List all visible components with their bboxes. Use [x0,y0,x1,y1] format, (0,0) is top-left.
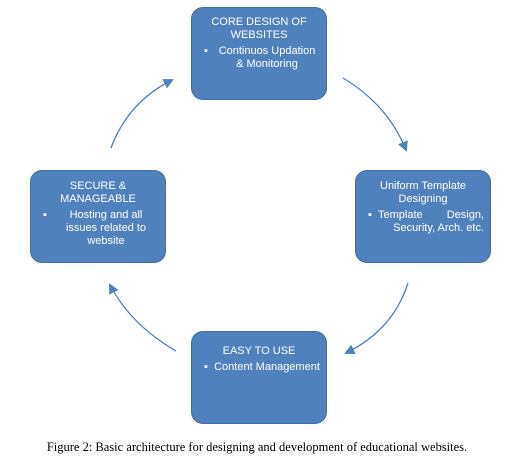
node-bullet-list: ▪ Continuos Updation & Monitoring [198,45,320,71]
node-easy-to-use: EASY TO USE ▪ Content Management [191,331,327,424]
node-title: Uniform Template Designing [380,180,466,205]
node-bullet-item: ▪ Content Management [198,361,320,374]
node-bullet-text: Template Design, Security, Arch. etc. [378,209,484,234]
node-bullet-text: Hosting and all issues related to websit… [65,209,147,247]
arrow-bottom-to-left [109,283,177,352]
node-bullet-item: ▪ Continuos Updation & Monitoring [198,45,320,71]
arrow-left-to-top [110,79,174,149]
node-title: EASY TO USE [222,345,296,357]
bullet-icon: ▪ [204,361,208,373]
arrow-right-to-bottom [344,282,409,355]
arrow-top-to-right [342,77,408,152]
node-bullet-item: ▪ Hosting and all issues related to webs… [37,209,159,248]
bullet-icon: ▪ [43,209,47,221]
node-bullet-text: Continuos Updation & Monitoring [218,45,316,70]
node-uniform-template: Uniform Template Designing ▪ Template De… [355,170,491,263]
node-bullet-item: ▪ Template Design, Security, Arch. etc. [362,209,484,235]
node-bullet-list: ▪ Hosting and all issues related to webs… [37,209,159,248]
node-bullet-list: ▪ Template Design, Security, Arch. etc. [362,209,484,235]
node-core-design: CORE DESIGN OF WEBSITES ▪ Continuos Upda… [191,7,327,100]
node-bullet-text: Content Management [214,361,320,373]
node-secure-manageable: SECURE & MANAGEABLE ▪ Hosting and all is… [30,170,166,263]
bullet-icon: ▪ [368,209,372,221]
bullet-icon: ▪ [204,45,208,57]
figure-caption: Figure 2: Basic architecture for designi… [46,440,468,454]
node-title: SECURE & MANAGEABLE [60,180,136,205]
node-bullet-list: ▪ Content Management [198,361,320,374]
node-title: CORE DESIGN OF WEBSITES [211,16,307,41]
